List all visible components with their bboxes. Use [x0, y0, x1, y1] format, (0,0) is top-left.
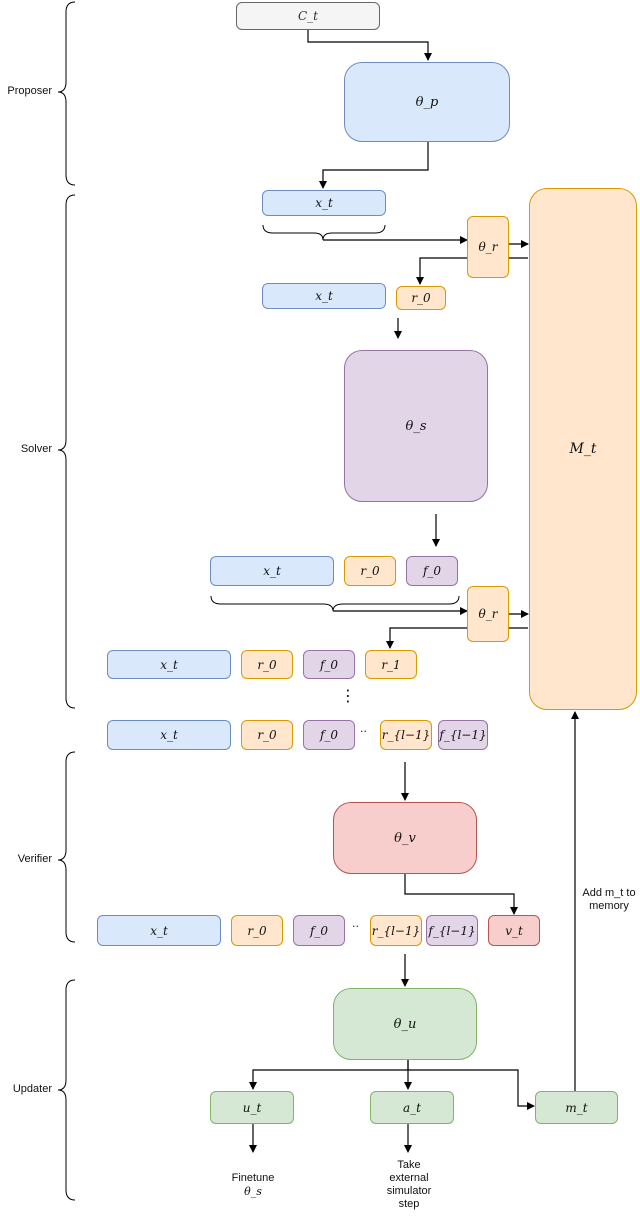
task-input-node: x_t — [262, 283, 386, 309]
finetune-note: Finetune θ_s — [218, 1172, 288, 1198]
retriever-node: θ_r — [467, 216, 509, 278]
task-input-node: x_t — [210, 556, 334, 586]
stage-label-verifier: Verifier — [17, 853, 52, 865]
retriever-node: θ_r — [467, 586, 509, 642]
feedback-node: f_0 — [293, 915, 345, 946]
stage-label-proposer: Proposer — [7, 85, 52, 97]
action-node: a_t — [370, 1091, 454, 1124]
simulator-note: Take external simulator step — [373, 1159, 445, 1211]
task-input-node: x_t — [107, 650, 231, 679]
add-memory-note: Add m_t to memory — [578, 887, 640, 913]
solver-brace — [57, 194, 76, 709]
memory-node: M_t — [529, 188, 637, 710]
retrieval-node: r_{l−1} — [370, 915, 422, 946]
retrieval-node: r_0 — [241, 650, 293, 679]
horizontal-ellipsis: ·· — [352, 920, 359, 933]
memory-entry-node: m_t — [535, 1091, 618, 1124]
stage-label-solver: Solver — [20, 443, 52, 455]
solver-model-node: θ_s — [344, 350, 488, 502]
task-input-node: x_t — [97, 915, 221, 946]
updater-brace — [57, 979, 76, 1201]
context-brace-2 — [210, 595, 460, 612]
context-brace-1 — [262, 224, 386, 241]
proposer-model-node: θ_p — [344, 62, 510, 142]
update-node: u_t — [210, 1091, 294, 1124]
retrieval-node: r_0 — [344, 556, 396, 586]
add-memory-line-2: memory — [589, 900, 629, 912]
retrieval-node: r_1 — [365, 650, 417, 679]
feedback-node: f_0 — [406, 556, 458, 586]
proposer-brace — [57, 1, 76, 186]
task-input-node: x_t — [262, 190, 386, 216]
vertical-ellipsis: ⋮ — [340, 686, 356, 705]
retrieval-node: r_0 — [241, 720, 293, 750]
verifier-model-node: θ_v — [333, 802, 477, 874]
feedback-node: f_0 — [303, 720, 355, 750]
horizontal-ellipsis: ·· — [360, 725, 367, 738]
verdict-node: v_t — [488, 915, 540, 946]
feedback-node: f_0 — [303, 650, 355, 679]
retrieval-node: r_0 — [396, 286, 446, 310]
finetune-line-1: Finetune — [231, 1172, 275, 1184]
feedback-node: f_{l−1} — [426, 915, 478, 946]
simulator-line-4: step — [398, 1198, 420, 1210]
retrieval-node: r_0 — [231, 915, 283, 946]
task-input-node: x_t — [107, 720, 231, 750]
simulator-line-2: external — [389, 1172, 429, 1184]
retrieval-node: r_{l−1} — [380, 720, 432, 750]
add-memory-line-1: Add m_t to — [582, 887, 636, 899]
stage-label-updater: Updater — [12, 1083, 52, 1095]
feedback-node: f_{l−1} — [438, 720, 488, 750]
context-node: C_t — [236, 2, 380, 30]
simulator-line-3: simulator — [386, 1185, 432, 1197]
verifier-brace — [57, 751, 76, 943]
simulator-line-1: Take — [397, 1159, 421, 1171]
finetune-line-2: θ_s — [244, 1185, 262, 1198]
updater-model-node: θ_u — [333, 988, 477, 1060]
